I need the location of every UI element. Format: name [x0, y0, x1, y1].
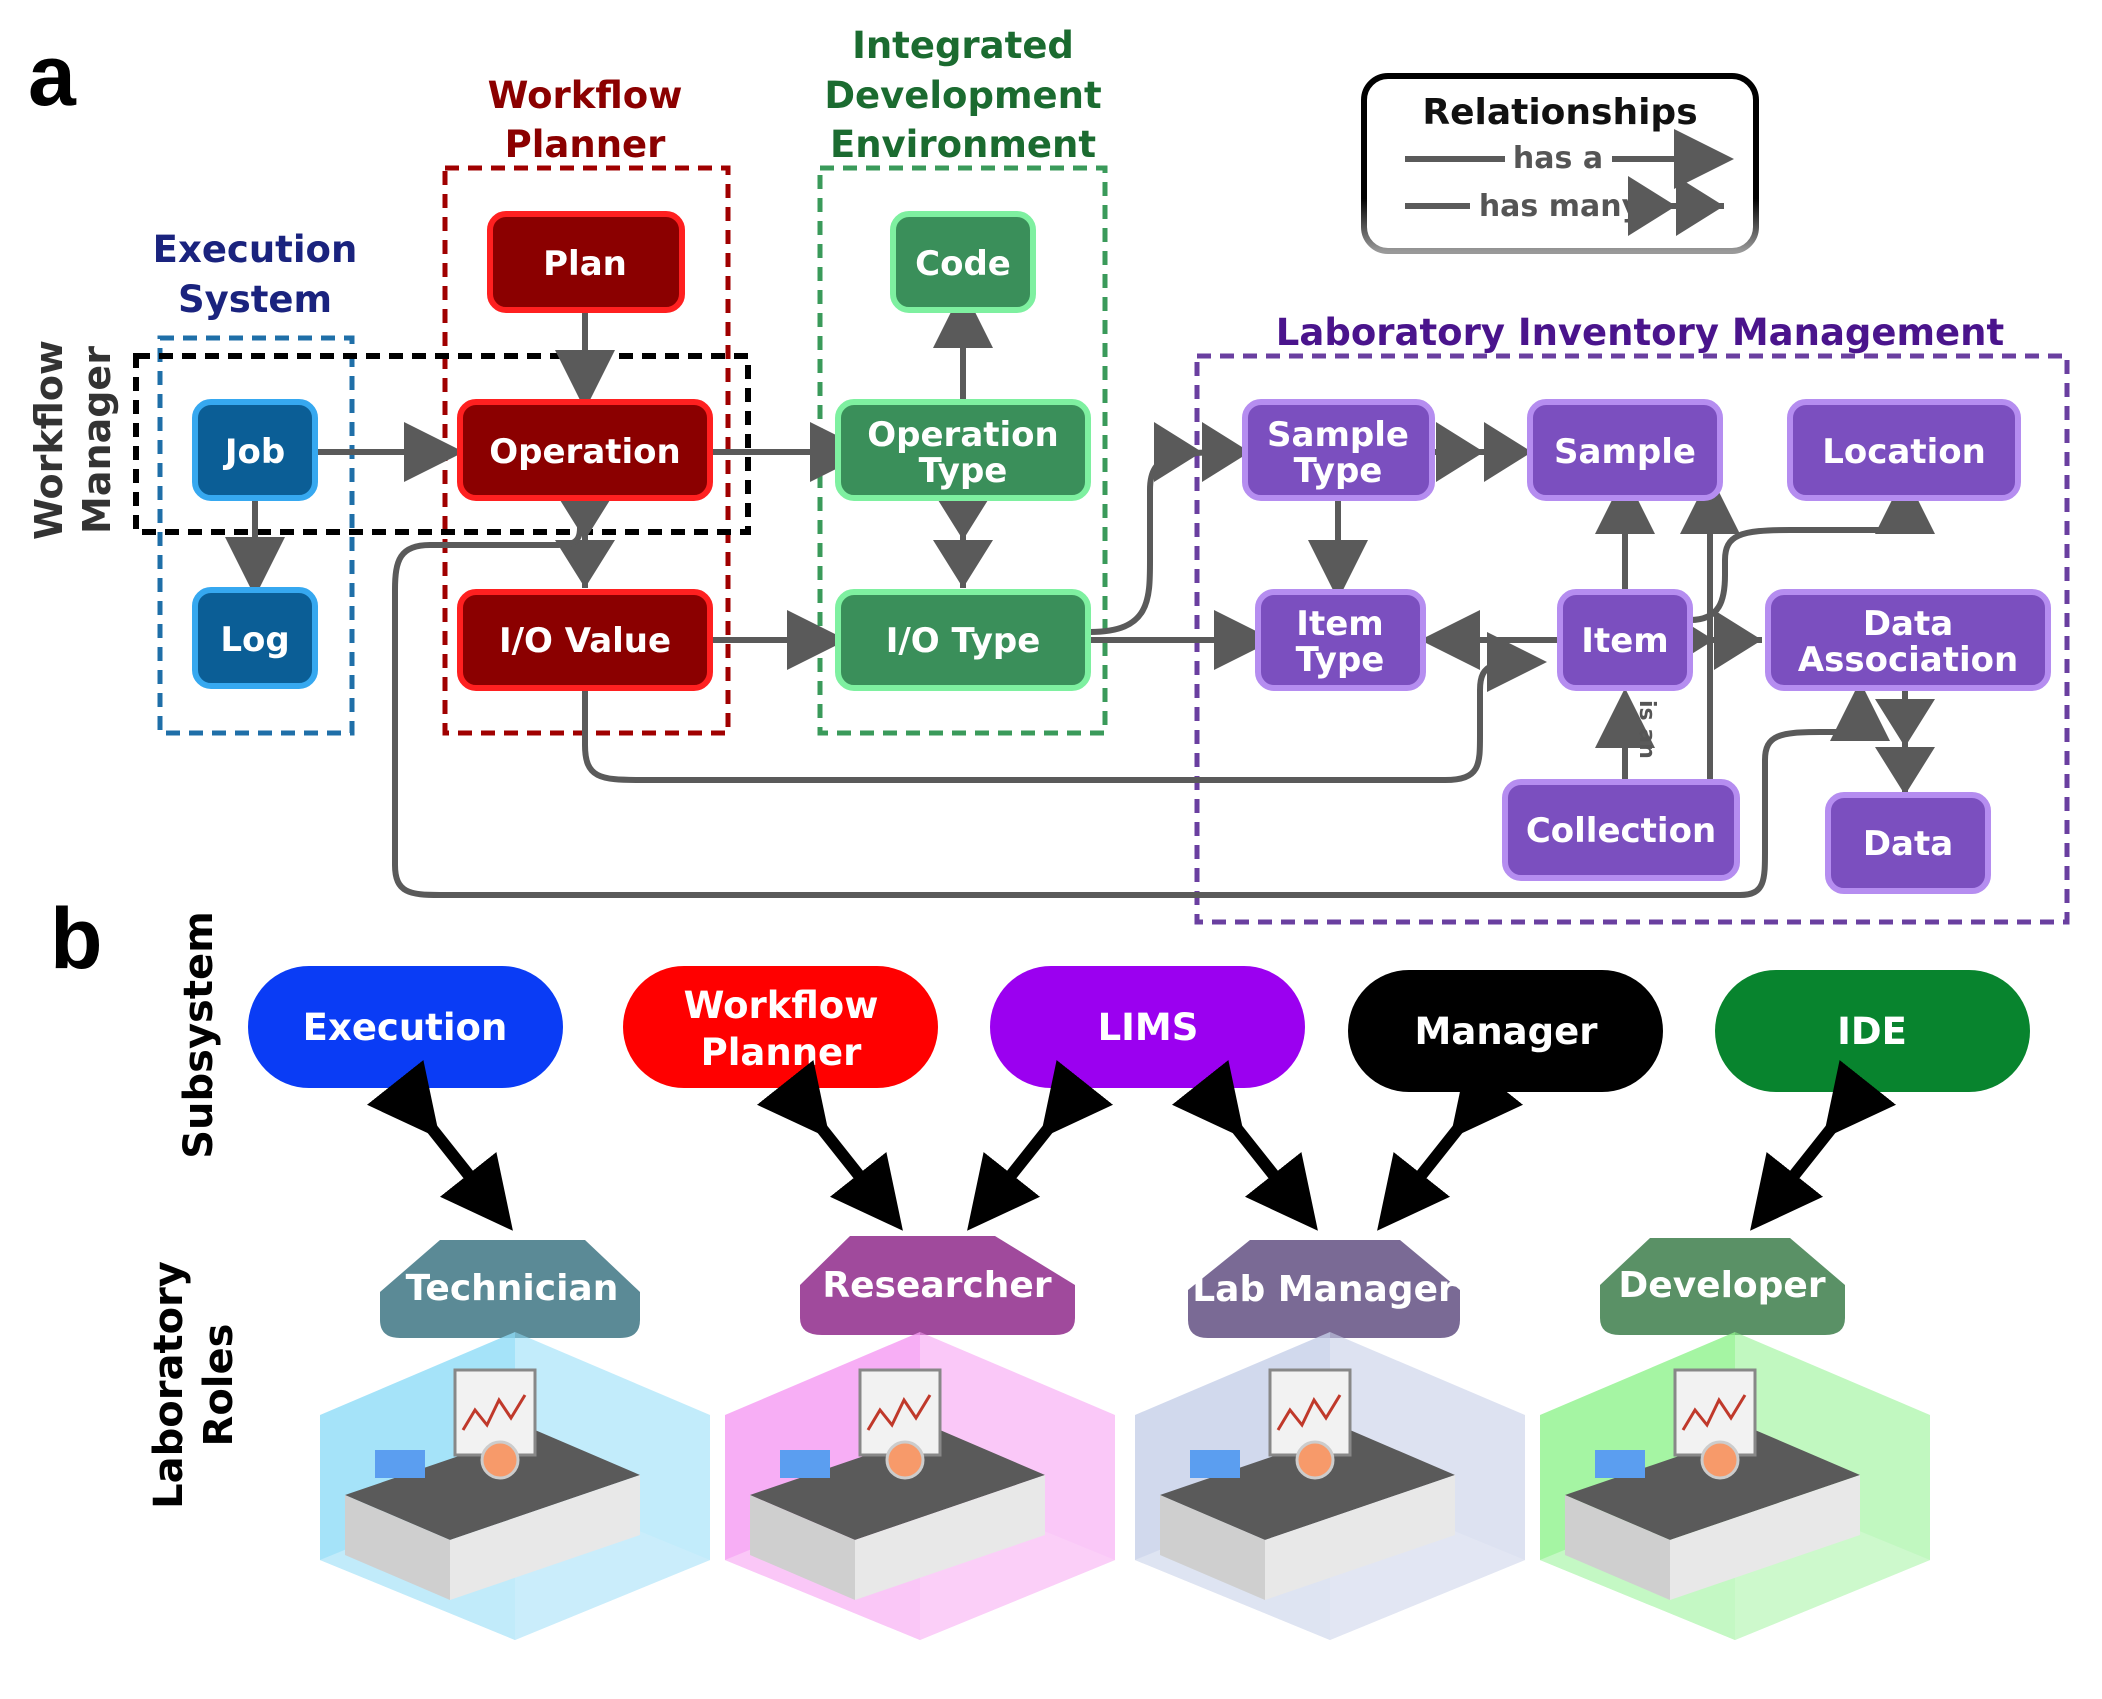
lab-room-lab-manager — [1135, 1332, 1525, 1640]
role-researcher: Researcher — [725, 1236, 1115, 1640]
link-workflow-researcher — [756, 1060, 903, 1231]
subsystem-lims-label: LIMS — [1098, 1006, 1199, 1049]
edge-item-location — [1689, 474, 1935, 623]
role-lab-manager: Lab Manager — [1135, 1240, 1525, 1640]
node-sample-type — [1242, 399, 1435, 501]
node-collection-label: Collection — [1526, 811, 1716, 851]
role-developer-label: Developer — [1618, 1265, 1825, 1306]
role-lab-manager-tag — [1188, 1240, 1460, 1338]
node-operation — [457, 399, 713, 501]
node-plan — [487, 211, 685, 313]
node-item-type — [1255, 589, 1426, 691]
subsystem-manager-label: Manager — [1415, 1010, 1599, 1053]
subsystem-workflow-planner-label-2: Planner — [701, 1031, 863, 1074]
node-location-label: Location — [1822, 432, 1986, 472]
ide-box — [817, 165, 1108, 736]
role-developer-tag — [1600, 1238, 1845, 1335]
role-developer: Developer — [1540, 1238, 1930, 1640]
workflow-manager-title-1: Workflow — [27, 340, 71, 540]
node-item-type-label-2: Type — [1296, 640, 1385, 680]
workflow-manager-title-2: Manager — [75, 346, 119, 534]
link-manager-labmanager — [1377, 1060, 1524, 1231]
ide-title-3: Environment — [830, 123, 1096, 166]
node-sample — [1527, 399, 1723, 501]
panel-b-label: b — [50, 891, 103, 987]
is-an-label: is an — [1634, 700, 1659, 759]
node-sample-type-label-2: Type — [1294, 451, 1383, 491]
link-ide-developer — [1750, 1060, 1897, 1231]
node-log-label: Log — [220, 620, 289, 660]
node-io-value-label: I/O Value — [499, 621, 671, 661]
subsystem-workflow-planner — [623, 966, 938, 1088]
node-code — [890, 211, 1036, 313]
ide-title-2: Development — [824, 74, 1101, 117]
link-execution-technician — [366, 1060, 513, 1231]
edge-operation-dataassociation — [392, 500, 1890, 898]
workflow-planner-title-2: Planner — [505, 123, 667, 166]
workflow-planner-title-1: Workflow — [488, 74, 683, 117]
node-item — [1557, 589, 1693, 691]
subsystem-ide-label: IDE — [1837, 1010, 1907, 1053]
ide-title-1: Integrated — [852, 24, 1074, 67]
node-data — [1825, 792, 1991, 894]
node-operation-type-label-2: Type — [919, 451, 1008, 491]
node-sample-type-label-1: Sample — [1267, 415, 1409, 455]
role-technician-tag — [380, 1240, 640, 1338]
node-operation-label: Operation — [489, 432, 680, 472]
node-item-label: Item — [1581, 621, 1668, 661]
legend-has-a-label: has a — [1513, 141, 1603, 176]
lims-title: Laboratory Inventory Management — [1276, 311, 2004, 354]
node-io-type-label: I/O Type — [886, 621, 1041, 661]
role-lab-manager-label: Lab Manager — [1192, 1269, 1456, 1310]
node-data-label: Data — [1863, 824, 1953, 864]
lab-room-researcher — [725, 1332, 1115, 1640]
link-lims-labmanager — [1171, 1060, 1318, 1231]
node-job — [192, 399, 318, 501]
role-technician-label: Technician — [406, 1268, 619, 1309]
node-operation-type — [835, 399, 1091, 501]
execution-system-title-2: System — [178, 278, 332, 321]
execution-system-box — [157, 335, 355, 736]
node-job-label: Job — [223, 432, 285, 472]
legend-has-many-label: has many — [1479, 189, 1642, 224]
link-lims-researcher — [967, 1060, 1114, 1231]
node-item-type-label-1: Item — [1296, 604, 1383, 644]
node-sample-label: Sample — [1554, 432, 1696, 472]
roles-axis-title-1: Laboratory — [146, 1261, 192, 1509]
edge-iovalue-item — [582, 632, 1547, 783]
node-code-label: Code — [915, 244, 1011, 284]
subsystem-workflow-planner-label-1: Workflow — [684, 984, 879, 1027]
panel-a-label: a — [28, 28, 77, 124]
node-plan-label: Plan — [543, 244, 627, 284]
lab-room-developer — [1540, 1332, 1930, 1640]
node-operation-type-label-1: Operation — [867, 415, 1058, 455]
node-collection — [1502, 779, 1740, 881]
execution-system-title-1: Execution — [153, 228, 358, 271]
node-data-association-label-1: Data — [1863, 604, 1953, 644]
subsystem-execution-label: Execution — [303, 1006, 508, 1049]
node-io-type — [835, 589, 1091, 691]
subsystem-execution — [248, 966, 563, 1088]
node-data-association-label-2: Association — [1798, 640, 2018, 680]
lab-room-technician — [320, 1332, 710, 1640]
edge-iotype-sampletype — [1089, 422, 1251, 635]
subsystem-axis-title: Subsystem — [176, 911, 222, 1159]
role-researcher-label: Researcher — [822, 1265, 1051, 1306]
node-location — [1787, 399, 2021, 501]
role-researcher-tag — [800, 1236, 1075, 1335]
role-technician: Technician — [320, 1240, 710, 1640]
node-io-value — [457, 589, 713, 691]
workflow-manager-box — [133, 353, 751, 535]
subsystem-lims — [990, 966, 1305, 1088]
roles-axis-title-2: Roles — [196, 1324, 242, 1447]
legend-title: Relationships — [1422, 92, 1697, 133]
node-log — [192, 587, 318, 689]
node-data-association — [1765, 589, 2051, 691]
